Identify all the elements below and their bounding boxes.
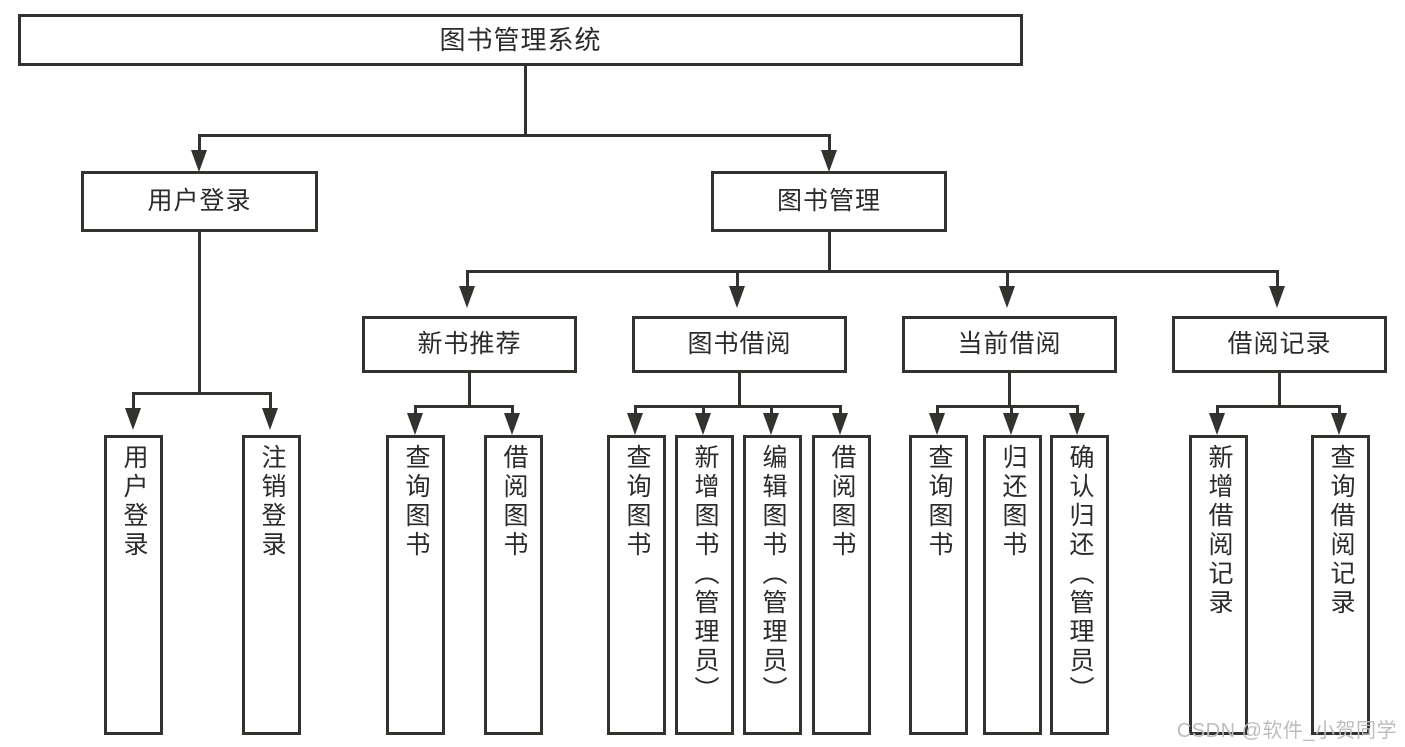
connector-level2-drop-2 (828, 134, 831, 156)
node-label: 确认归还（管理员） (1066, 444, 1094, 705)
node-label: 归还图书 (999, 444, 1027, 560)
node-label: 新增借阅记录 (1205, 444, 1233, 618)
leaf-borrow-book[interactable]: 借阅图书 (812, 435, 871, 735)
leaf-logout[interactable]: 注销登录 (242, 435, 301, 735)
arrow-to-borrow-record (1269, 286, 1285, 308)
connector-book-borrow-bus (634, 405, 841, 408)
leaf-edit-book-admin[interactable]: 编辑图书（管理员） (743, 435, 802, 735)
connector-bb-drop-4 (839, 405, 842, 417)
connector-current-borrow-bus (936, 405, 1078, 408)
node-label: 借阅记录 (1227, 329, 1332, 358)
arrow-to-leaf-query-borrow-record (1331, 413, 1347, 435)
node-label: 图书借阅 (687, 329, 792, 358)
arrow-to-leaf-query-book-b (627, 413, 643, 435)
node-label: 查询图书 (925, 444, 953, 560)
connector-cb-drop-1 (936, 405, 939, 417)
arrow-to-leaf-confirm-return (1069, 413, 1085, 435)
connector-bb-drop-1 (634, 405, 637, 417)
node-borrow-record[interactable]: 借阅记录 (1172, 316, 1387, 373)
connector-nbr-drop-1 (414, 405, 417, 417)
connector-user-login-stem (198, 232, 201, 395)
connector-borrow-record-bus (1216, 405, 1341, 408)
arrow-to-leaf-query-book-c (929, 413, 945, 435)
node-label: 查询图书 (402, 444, 430, 560)
node-label: 借阅图书 (828, 444, 856, 560)
arrow-to-leaf-borrow-book-b (832, 413, 848, 435)
connector-book-borrow-stem (738, 373, 741, 408)
node-label: 查询图书 (623, 444, 651, 560)
node-current-borrow[interactable]: 当前借阅 (902, 316, 1117, 373)
node-label: 注销登录 (258, 444, 286, 560)
leaf-user-login[interactable]: 用户登录 (104, 435, 163, 735)
node-label: 查询借阅记录 (1327, 444, 1355, 618)
connector-new-book-recommend-bus (414, 405, 514, 408)
node-label: 借阅图书 (500, 444, 528, 560)
leaf-borrow-book-recommend[interactable]: 借阅图书 (484, 435, 543, 735)
connector-root-stem (524, 66, 527, 136)
leaf-add-book-admin[interactable]: 新增图书（管理员） (675, 435, 734, 735)
leaf-return-book[interactable]: 归还图书 (983, 435, 1042, 735)
connector-level3-drop-1 (466, 270, 469, 290)
connector-cb-drop-2 (1010, 405, 1013, 417)
node-book-management[interactable]: 图书管理 (711, 171, 947, 232)
arrow-to-leaf-add-book (695, 413, 711, 435)
node-label: 图书管理 (776, 186, 881, 215)
node-label: 编辑图书（管理员） (759, 444, 787, 705)
arrow-to-user-login (191, 150, 207, 172)
leaf-add-borrow-record[interactable]: 新增借阅记录 (1189, 435, 1248, 735)
leaf-query-book-borrow[interactable]: 查询图书 (607, 435, 666, 735)
connector-level3-drop-2 (736, 270, 739, 290)
connector-user-login-drop-1 (132, 392, 135, 410)
arrow-to-new-book-recommend (459, 286, 475, 308)
arrow-to-current-borrow (999, 286, 1015, 308)
connector-borrow-record-stem (1278, 373, 1281, 408)
connector-nbr-drop-2 (511, 405, 514, 417)
node-new-book-recommend[interactable]: 新书推荐 (362, 316, 577, 373)
connector-level2-bus (198, 134, 830, 137)
arrow-to-leaf-edit-book (763, 413, 779, 435)
node-root-book-management-system[interactable]: 图书管理系统 (18, 14, 1023, 66)
connector-level3-bus (466, 270, 1278, 273)
connector-current-borrow-stem (1008, 373, 1011, 408)
csdn-watermark: CSDN @软件_小贺同学 (1176, 720, 1397, 742)
connector-br-drop-2 (1338, 405, 1341, 417)
arrow-to-leaf-add-borrow-record (1209, 413, 1225, 435)
connector-br-drop-1 (1216, 405, 1219, 417)
node-user-login[interactable]: 用户登录 (81, 171, 318, 232)
connector-level3-drop-4 (1276, 270, 1279, 290)
arrow-to-leaf-return-book (1003, 413, 1019, 435)
node-label: 用户登录 (120, 444, 148, 560)
node-book-borrow[interactable]: 图书借阅 (632, 316, 847, 373)
arrow-to-leaf-borrow-book-a (504, 413, 520, 435)
leaf-query-book-current[interactable]: 查询图书 (909, 435, 968, 735)
connector-level2-drop-1 (198, 134, 201, 156)
arrow-to-book-management (821, 150, 837, 172)
arrow-to-leaf-user-login (125, 408, 141, 430)
connector-user-login-drop-2 (269, 392, 272, 410)
connector-user-login-bus (132, 392, 272, 395)
node-label: 新书推荐 (417, 329, 522, 358)
connector-level3-drop-3 (1006, 270, 1009, 290)
connector-new-book-recommend-stem (468, 373, 471, 408)
connector-cb-drop-3 (1076, 405, 1079, 417)
connector-bb-drop-2 (702, 405, 705, 417)
node-label: 新增图书（管理员） (691, 444, 719, 705)
node-label: 用户登录 (147, 186, 252, 215)
connector-book-management-stem (828, 232, 831, 272)
arrow-to-leaf-logout (262, 408, 278, 430)
node-label: 图书管理系统 (439, 24, 602, 55)
leaf-query-borrow-record[interactable]: 查询借阅记录 (1311, 435, 1370, 735)
node-label: 当前借阅 (957, 329, 1062, 358)
connector-bb-drop-3 (770, 405, 773, 417)
arrow-to-book-borrow (729, 286, 745, 308)
leaf-query-book-recommend[interactable]: 查询图书 (386, 435, 445, 735)
leaf-confirm-return-admin[interactable]: 确认归还（管理员） (1050, 435, 1109, 735)
arrow-to-leaf-query-book-a (407, 413, 423, 435)
